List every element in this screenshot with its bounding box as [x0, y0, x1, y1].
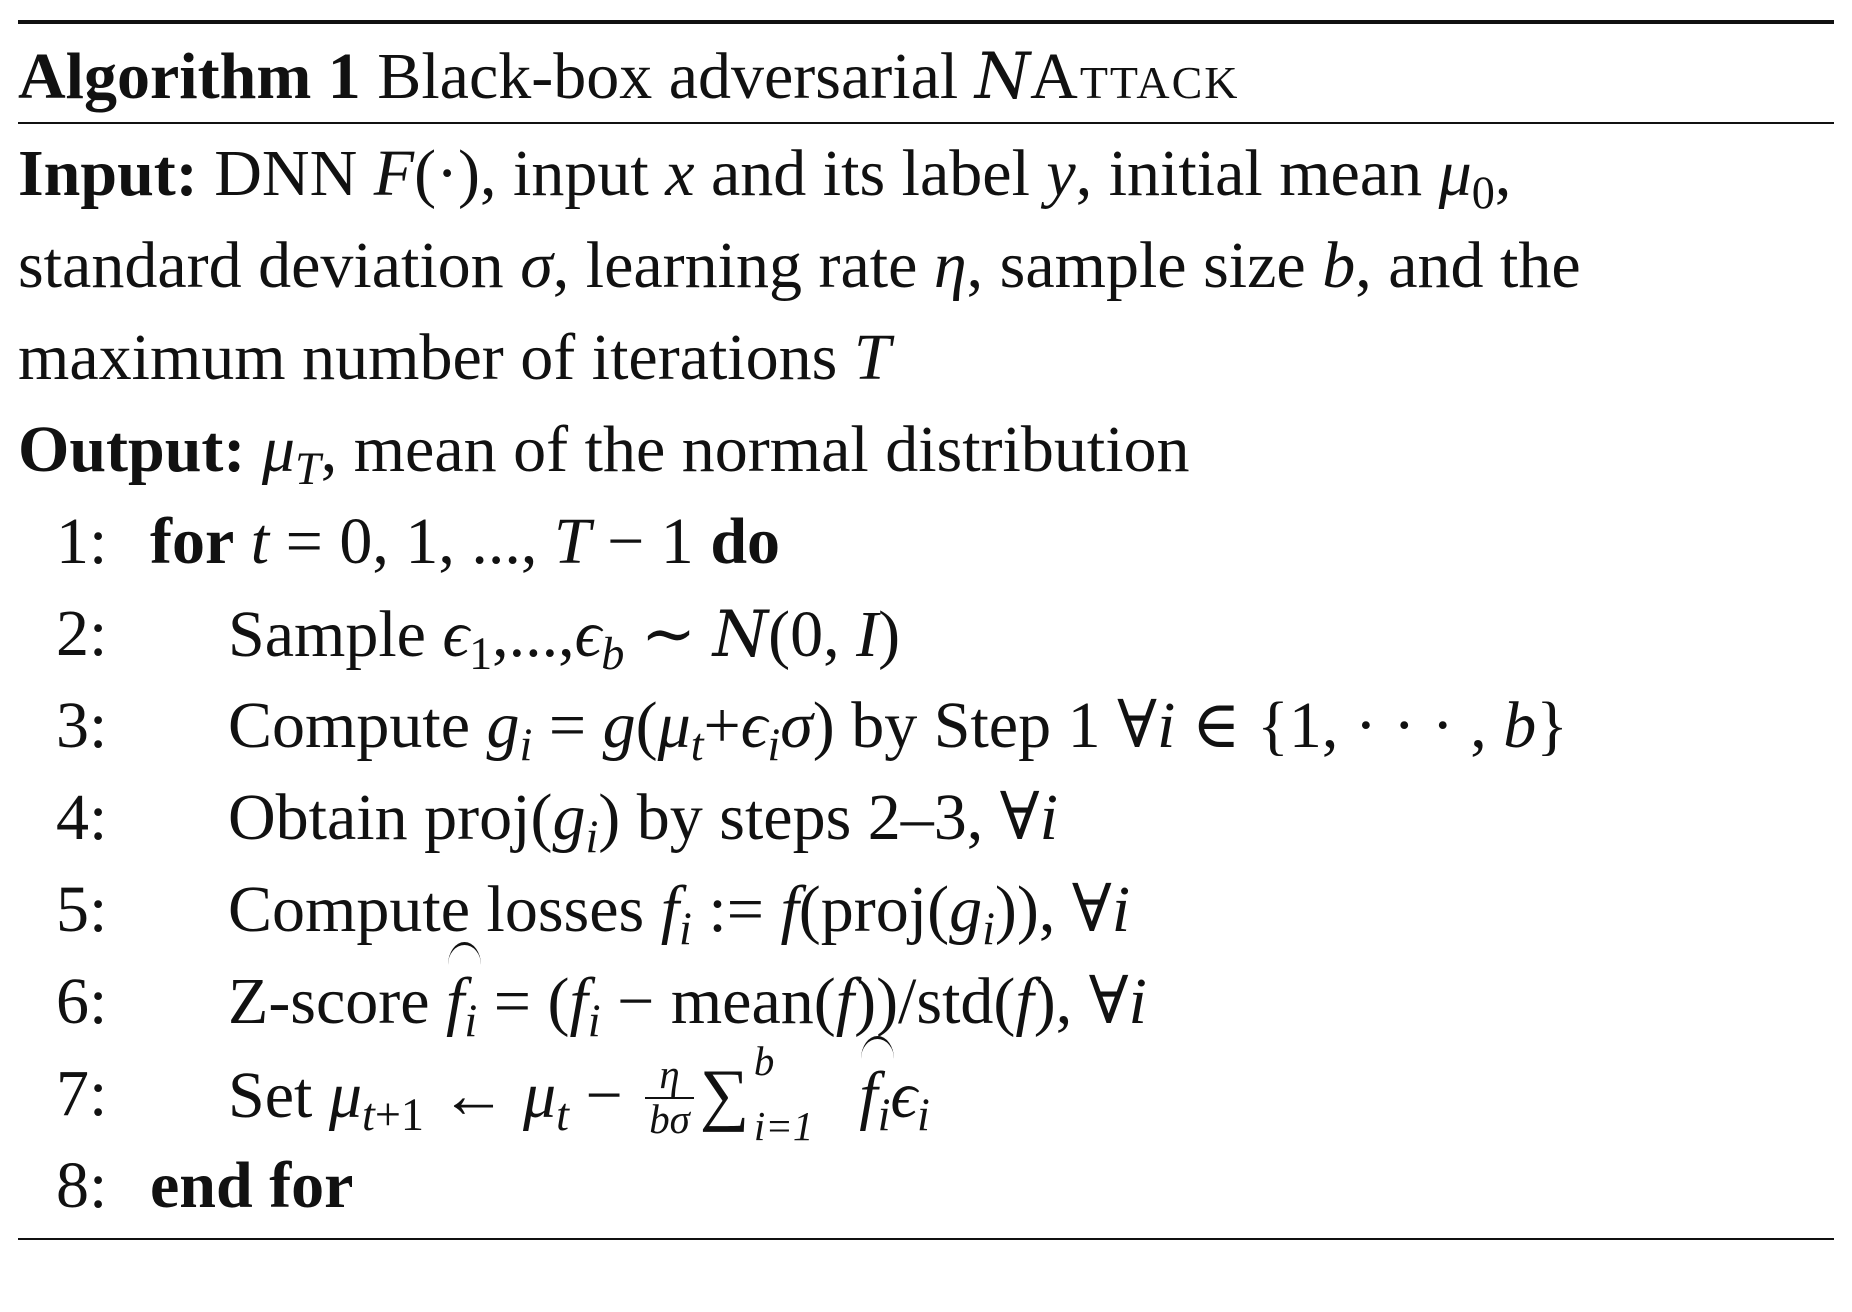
step-text: Sample ϵ1,...,ϵb ∼ N(0, I): [228, 597, 901, 679]
input-label: Input:: [18, 137, 198, 210]
step-number: 1:: [56, 505, 108, 578]
step-number: 2:: [56, 597, 108, 670]
title-rule: [18, 122, 1834, 124]
step-2: 2: Sample ϵ1,...,ϵb ∼ N(0, I): [18, 588, 1834, 680]
algorithm-title-text: Black-box adversarial: [377, 40, 959, 113]
output-label: Output:: [18, 413, 246, 486]
step-3: 3: Compute gi = g(μt+ϵiσ) by Step 1 ∀i ∈…: [18, 680, 1834, 772]
step-number: 5:: [56, 873, 108, 946]
step-text: for t = 0, 1, ..., T − 1 do: [150, 505, 781, 578]
input-text-1: DNN F(·), input x and its label y, initi…: [214, 137, 1512, 218]
algorithm-symbol: N: [974, 39, 1031, 114]
algorithm-body: Input: DNN F(·), input x and its label y…: [18, 124, 1834, 1232]
output-text: μT, mean of the normal distribution: [261, 413, 1190, 494]
step-number: 8:: [56, 1149, 108, 1222]
step-text: Z-score fi = (fi − mean(f))/std(f), ∀i: [228, 942, 1147, 1048]
input-line-3: maximum number of iterations T: [18, 312, 1834, 404]
bottom-rule: [18, 1238, 1834, 1240]
step-number: 3:: [56, 689, 108, 762]
step-text: Obtain proj(gi) by steps 2–3, ∀i: [228, 781, 1058, 862]
step-text: Compute gi = g(μt+ϵiσ) by Step 1 ∀i ∈ {1…: [228, 689, 1568, 770]
step-8: 8: end for: [18, 1140, 1834, 1232]
step-number: 6:: [56, 965, 108, 1038]
step-text: end for: [150, 1149, 354, 1222]
top-rule: [18, 20, 1834, 24]
input-line-2: standard deviation σ, learning rate η, s…: [18, 220, 1834, 312]
step-number: 4:: [56, 781, 108, 854]
algorithm-number: Algorithm 1: [18, 40, 361, 113]
step-text: Compute losses fi := f(proj(gi)), ∀i: [228, 873, 1131, 954]
input-line-1: Input: DNN F(·), input x and its label y…: [18, 128, 1834, 220]
step-6: 6: Z-score fi = (fi − mean(f))/std(f), ∀…: [18, 942, 1834, 1048]
step-number: 7:: [56, 1057, 108, 1130]
input-text-3: maximum number of iterations T: [18, 321, 891, 394]
step-5: 5: Compute losses fi := f(proj(gi)), ∀i: [18, 864, 1834, 956]
output-line: Output: μT, mean of the normal distribut…: [18, 404, 1834, 496]
input-text-2: standard deviation σ, learning rate η, s…: [18, 229, 1581, 302]
step-4: 4: Obtain proj(gi) by steps 2–3, ∀i: [18, 772, 1834, 864]
step-1: 1: for t = 0, 1, ..., T − 1 do: [18, 496, 1834, 588]
algorithm-name: Attack: [1030, 40, 1240, 113]
